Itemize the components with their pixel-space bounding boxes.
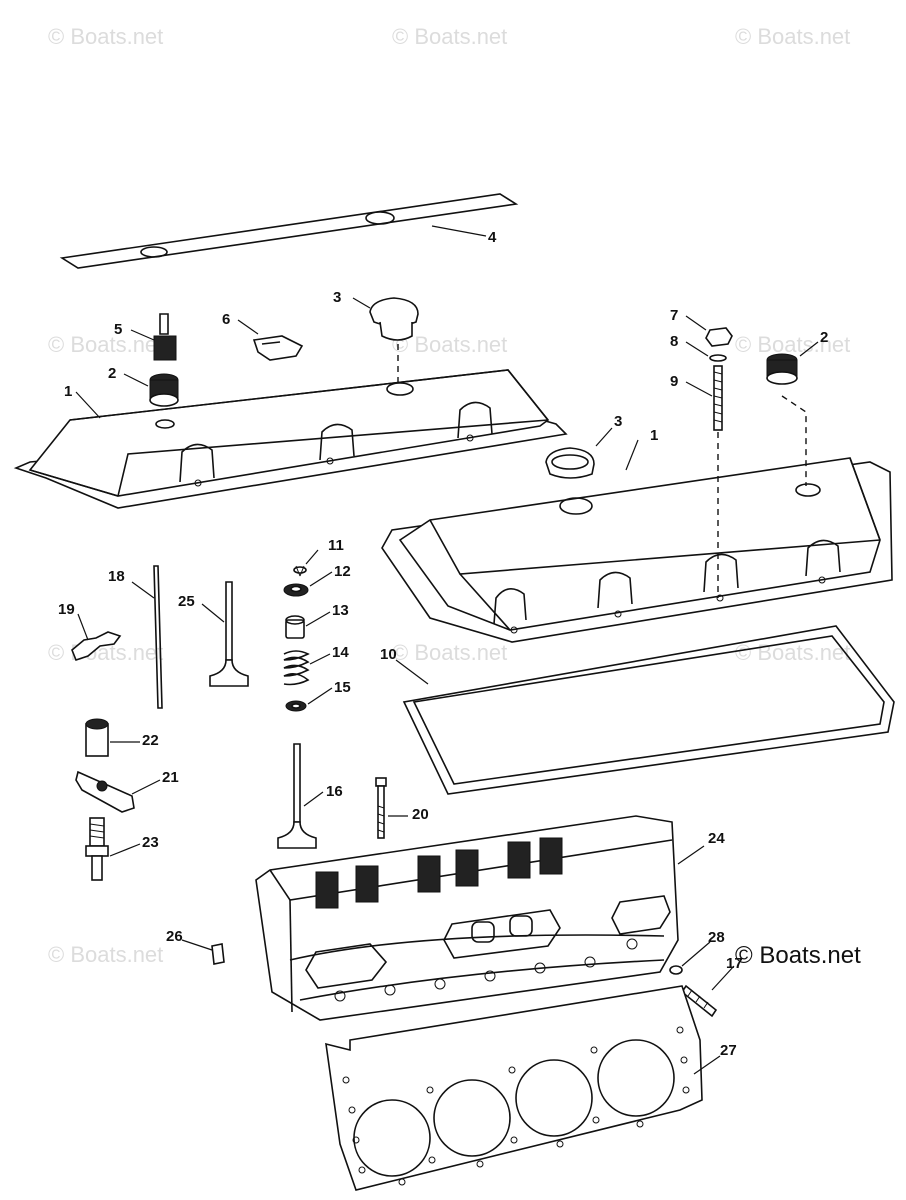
callout-17: 17 <box>726 955 743 972</box>
watermark: © Boats.net <box>48 942 164 967</box>
watermark: © Boats.net <box>735 332 851 357</box>
part-8-washer <box>709 354 727 362</box>
watermark: © Boats.net <box>392 24 508 49</box>
part-23-rocker-stud <box>85 817 109 881</box>
part-15-shim <box>285 700 307 712</box>
part-3-filler-cap-top <box>369 297 419 384</box>
callout-2: 2 <box>108 365 117 382</box>
callout-27: 27 <box>720 1042 737 1059</box>
callout-6: 6 <box>222 311 231 328</box>
callout-26: 26 <box>166 928 183 945</box>
callout-4: 4 <box>488 229 497 246</box>
callout-15: 15 <box>334 679 351 696</box>
callout-28: 28 <box>708 929 725 946</box>
callout-7: 7 <box>670 307 679 324</box>
part-13-seal <box>285 615 305 639</box>
callout-9: 9 <box>670 373 679 390</box>
part-9-stud <box>713 365 723 598</box>
watermark: © Boats.net <box>392 640 508 665</box>
callout-19: 19 <box>58 601 75 618</box>
part-14-spring <box>283 650 310 686</box>
callout-1: 1 <box>64 383 73 400</box>
part-12-retainer <box>283 583 309 597</box>
callout-12: 12 <box>334 563 351 580</box>
part-1-left-valve-cover <box>13 369 568 509</box>
part-20-bolt <box>375 777 387 839</box>
gasket-small-holes <box>342 1026 690 1186</box>
part-2-grommet-left <box>149 373 179 407</box>
part-11-valve-keys <box>293 565 307 577</box>
callout-13: 13 <box>332 602 349 619</box>
callout-10: 10 <box>380 646 397 663</box>
callout-1: 1 <box>650 427 659 444</box>
callout-leaders <box>75 225 819 1075</box>
callout-21: 21 <box>162 769 179 786</box>
callout-16: 16 <box>326 783 343 800</box>
part-7-nut <box>705 327 733 347</box>
callout-23: 23 <box>142 834 159 851</box>
watermark: © Boats.net <box>735 640 851 665</box>
part-3-filler-cap-right <box>545 447 595 479</box>
callout-2: 2 <box>820 329 829 346</box>
callout-8: 8 <box>670 333 679 350</box>
watermark: © Boats.net <box>48 24 164 49</box>
callout-3: 3 <box>614 413 623 430</box>
part-10-cover-gasket <box>402 625 895 795</box>
part-22-rocker-nut <box>85 718 109 757</box>
callout-18: 18 <box>108 568 125 585</box>
callout-5: 5 <box>114 321 123 338</box>
callout-14: 14 <box>332 644 349 661</box>
callout-3: 3 <box>333 289 342 306</box>
part-21-rocker-arm <box>75 770 135 813</box>
part-16-valve <box>277 743 317 849</box>
part-6-clip <box>252 335 304 361</box>
part-18-pushrod <box>153 565 163 709</box>
part-25-valve <box>209 581 249 687</box>
callout-25: 25 <box>178 593 195 610</box>
brand-watermark: © Boats.net <box>735 942 861 969</box>
callout-20: 20 <box>412 806 429 823</box>
part-24-cylinder-head <box>255 815 679 1021</box>
part-1-right-valve-cover <box>381 457 893 643</box>
part-5-pcv-valve <box>153 313 177 361</box>
watermark: © Boats.net <box>735 24 851 49</box>
callout-11: 11 <box>328 537 344 554</box>
head-valve-springs <box>315 837 563 909</box>
part-28-washer <box>669 965 683 975</box>
part-2-grommet-right <box>766 353 807 486</box>
callout-22: 22 <box>142 732 159 749</box>
callout-24: 24 <box>708 830 725 847</box>
part-4-gasket-strip <box>59 193 519 269</box>
part-26-plug <box>211 943 225 965</box>
part-19-guide-plate <box>71 631 122 661</box>
part-27-head-gasket <box>325 985 703 1191</box>
